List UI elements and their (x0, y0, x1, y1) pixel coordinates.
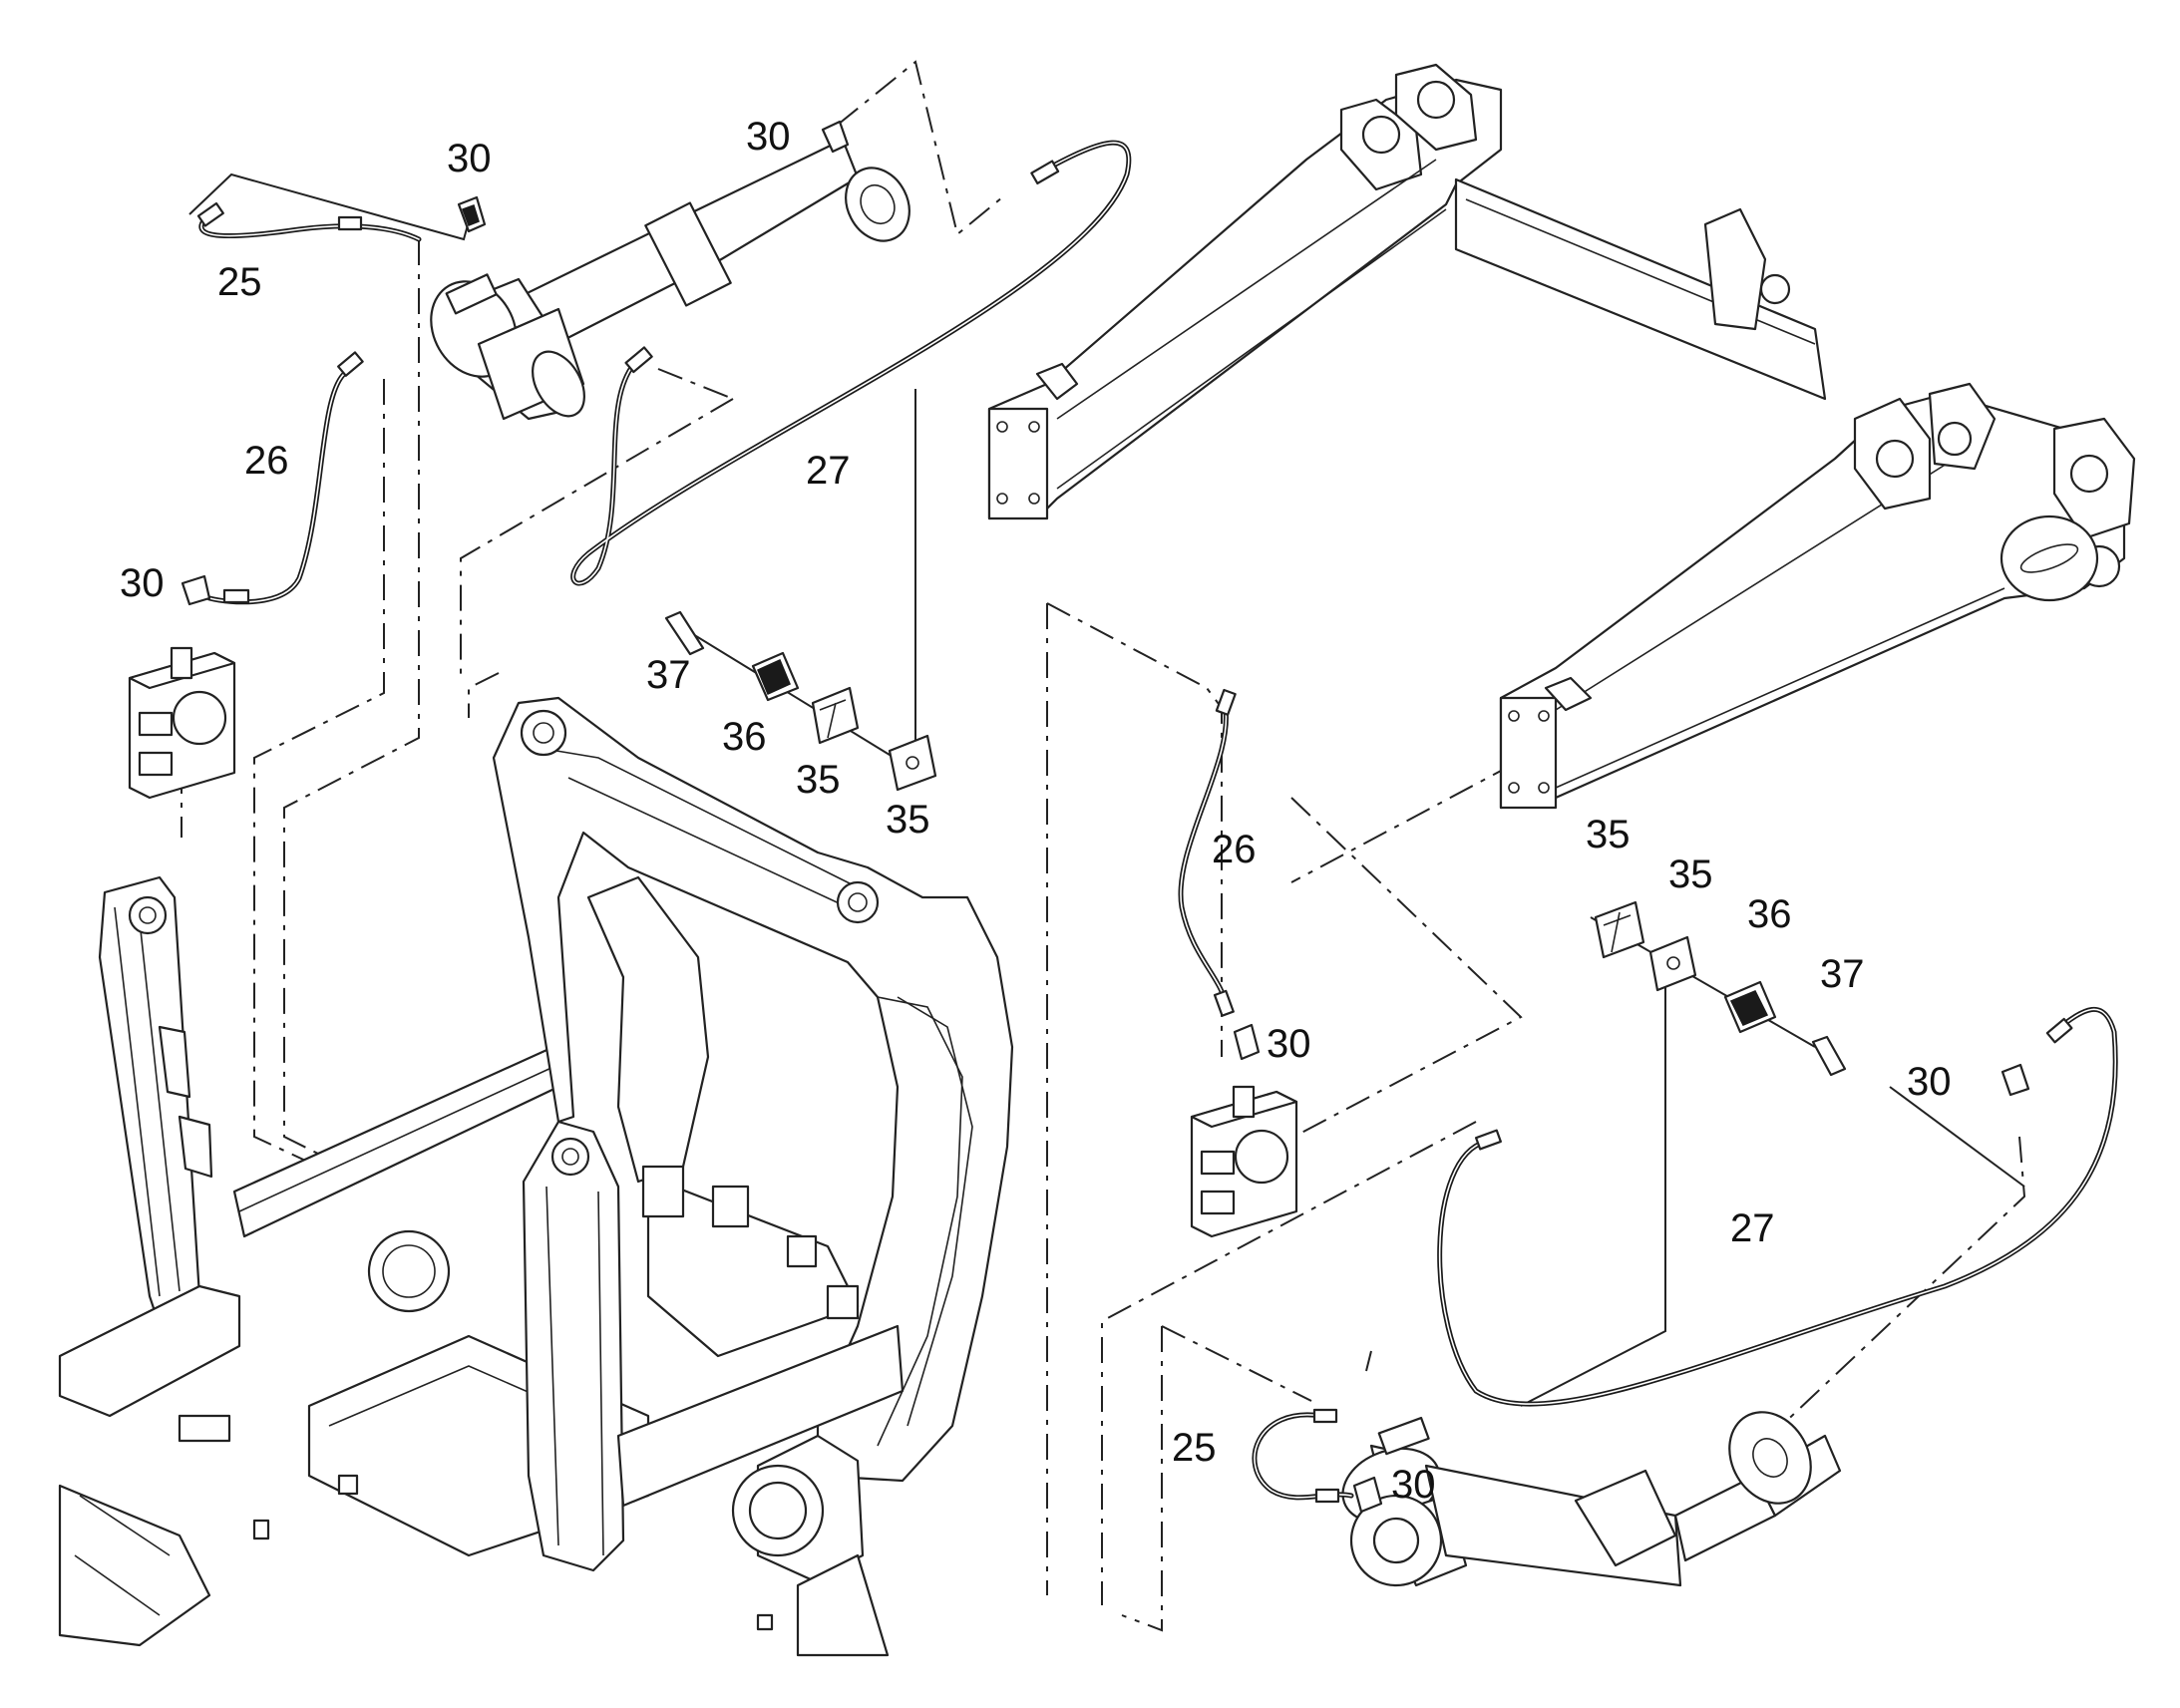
loader-frame (58, 696, 1014, 1657)
sensor-block-left (128, 646, 236, 800)
callout-26-left: 26 (244, 439, 289, 483)
callout-37-right: 37 (1820, 952, 1865, 996)
callout-30-top-cylinder: 30 (746, 115, 791, 159)
elbow-fittings (181, 120, 2030, 1514)
callout-37-left: 37 (646, 653, 691, 697)
lift-cylinder-bottom (1341, 1411, 1842, 1587)
callout-25-bottom: 25 (1172, 1426, 1217, 1470)
sensor-block-center (1190, 1085, 1298, 1238)
callout-35-left-b: 35 (886, 798, 930, 842)
callout-27-top: 27 (806, 449, 851, 493)
callout-36-left: 36 (722, 715, 767, 759)
callout-26-center: 26 (1212, 828, 1257, 871)
hoses (196, 140, 2118, 1504)
mounting-hardware-left (664, 610, 937, 792)
callout-30-left-block: 30 (120, 561, 165, 605)
boom-arm-assembly (987, 63, 2136, 810)
callout-30-bottom: 30 (1391, 1463, 1436, 1507)
callout-35-right-a: 35 (1586, 813, 1631, 856)
callout-25-top-left: 25 (217, 260, 262, 304)
lift-cylinder-top (430, 138, 910, 421)
routing-lines (181, 60, 2026, 1632)
callout-labels: 30 25 30 26 27 30 37 36 35 35 26 30 35 3… (120, 115, 1952, 1507)
callout-30-right: 30 (1907, 1060, 1952, 1104)
callout-30-top-left: 30 (447, 137, 492, 180)
callout-36-right: 36 (1747, 892, 1792, 936)
mounting-hardware-right (1594, 900, 1847, 1077)
callout-27-bottom: 27 (1730, 1206, 1775, 1250)
callout-30-center-block: 30 (1267, 1022, 1311, 1066)
callout-35-left-a: 35 (796, 758, 841, 802)
callout-35-right-b: 35 (1668, 853, 1713, 896)
